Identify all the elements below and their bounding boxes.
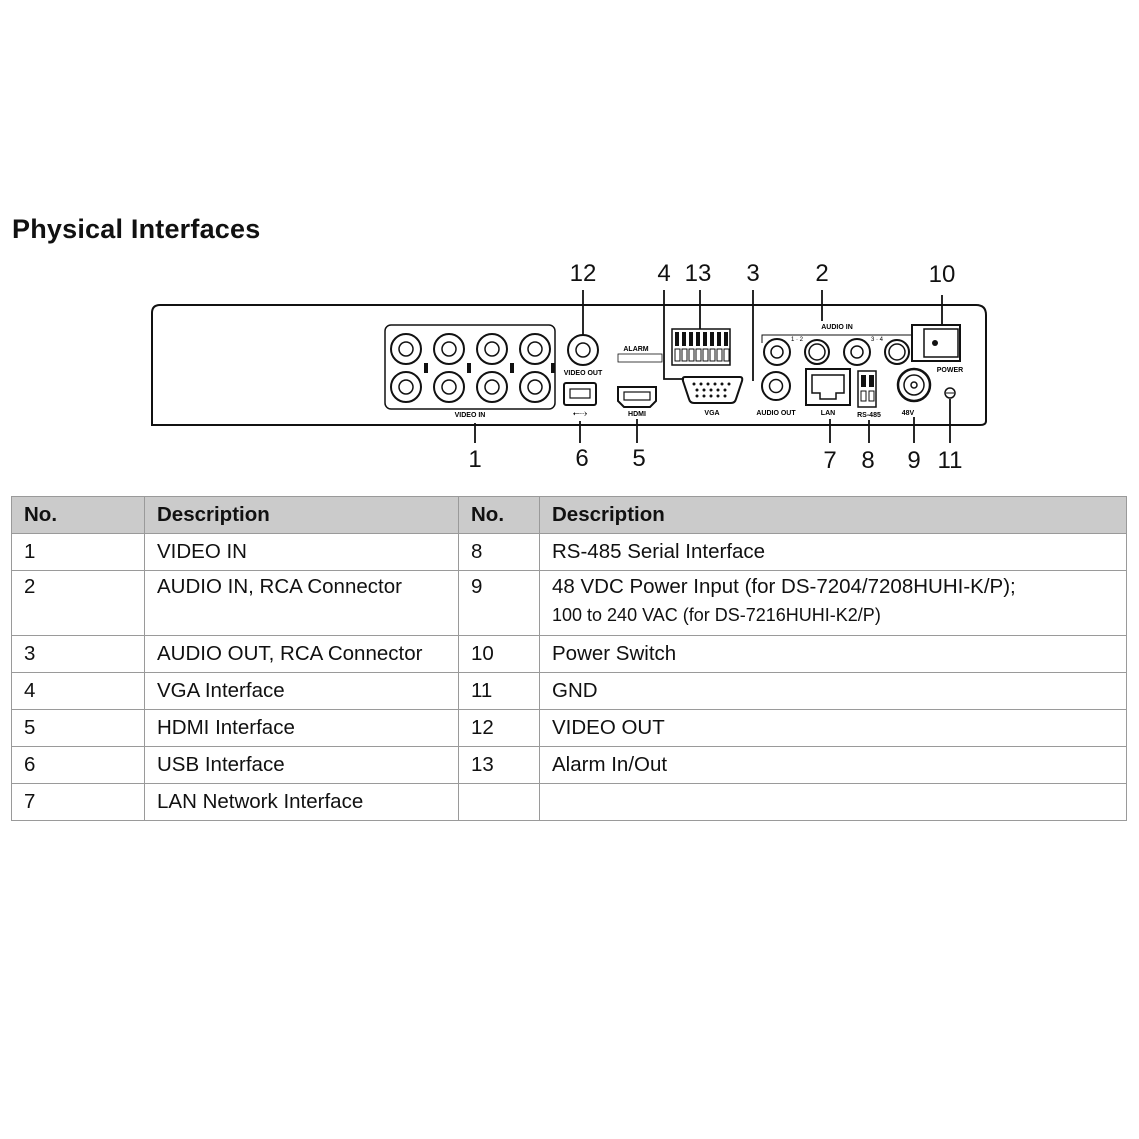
row-number: 8 bbox=[458, 533, 540, 571]
callout-6: 6 bbox=[575, 445, 588, 472]
row-number: 1 bbox=[11, 533, 145, 571]
dc-power-input bbox=[896, 367, 932, 403]
power-label: POWER bbox=[937, 367, 963, 374]
video-in-label: VIDEO IN bbox=[455, 412, 486, 419]
row-description bbox=[539, 783, 1127, 821]
dc-label: 48V bbox=[902, 410, 915, 417]
rs485-terminal: RS-485 bbox=[857, 370, 881, 419]
usb-port: ⭠⇢ bbox=[563, 382, 597, 418]
row-description: VIDEO IN bbox=[144, 533, 459, 571]
row-description: Alarm In/Out bbox=[539, 746, 1127, 784]
alarm-label: ALARM bbox=[623, 346, 648, 353]
leader-lines bbox=[474, 290, 951, 443]
audio-in-label: AUDIO IN bbox=[821, 324, 853, 331]
power-switch: POWER bbox=[911, 324, 963, 374]
row-description-line-1: 48 VDC Power Input (for DS-7204/7208HUHI… bbox=[552, 575, 1016, 598]
callout-13: 13 bbox=[685, 260, 712, 287]
alarm-terminal-block bbox=[671, 328, 731, 366]
table-row: 1 VIDEO IN 8 RS-485 Serial Interface bbox=[11, 533, 1127, 571]
row-number bbox=[458, 783, 540, 821]
row-description: Power Switch bbox=[539, 635, 1127, 673]
callout-8: 8 bbox=[861, 447, 874, 474]
row-number: 13 bbox=[458, 746, 540, 784]
gnd-screw bbox=[944, 387, 956, 399]
row-number: 9 bbox=[458, 570, 540, 636]
row-description: 48 VDC Power Input (for DS-7204/7208HUHI… bbox=[539, 570, 1127, 636]
callout-2: 2 bbox=[815, 260, 828, 287]
video-out-label: VIDEO OUT bbox=[564, 370, 603, 377]
callout-1: 1 bbox=[468, 446, 481, 473]
rear-panel-diagram: VIDEO IN VIDEO OUT ⭠⇢ ALARM HDMI bbox=[151, 260, 987, 474]
row-number: 10 bbox=[458, 635, 540, 673]
interfaces-table: No. Description No. Description 1 VIDEO … bbox=[11, 496, 1127, 821]
header-description: Description bbox=[144, 496, 459, 534]
vga-label: VGA bbox=[704, 410, 719, 417]
callout-3: 3 bbox=[746, 260, 759, 287]
row-description: HDMI Interface bbox=[144, 709, 459, 747]
callout-12: 12 bbox=[570, 260, 597, 287]
row-number: 6 bbox=[11, 746, 145, 784]
rs485-label: RS-485 bbox=[857, 412, 881, 419]
row-number: 5 bbox=[11, 709, 145, 747]
usb-icon: ⭠⇢ bbox=[573, 408, 588, 418]
row-number: 11 bbox=[458, 672, 540, 710]
row-number: 2 bbox=[11, 570, 145, 636]
row-description: AUDIO IN, RCA Connector bbox=[144, 570, 459, 636]
lan-port: LAN bbox=[805, 368, 851, 417]
hdmi-label: HDMI bbox=[628, 411, 646, 418]
row-number: 12 bbox=[458, 709, 540, 747]
row-description: USB Interface bbox=[144, 746, 459, 784]
table-row: 4 VGA Interface 11 GND bbox=[11, 672, 1127, 710]
page-title: Physical Interfaces bbox=[12, 214, 261, 244]
row-description: LAN Network Interface bbox=[144, 783, 459, 821]
table-row: 3 AUDIO OUT, RCA Connector 10 Power Swit… bbox=[11, 635, 1127, 673]
row-number: 7 bbox=[11, 783, 145, 821]
audio-out-connector bbox=[761, 371, 791, 401]
row-number: 3 bbox=[11, 635, 145, 673]
callout-11: 11 bbox=[938, 447, 963, 474]
callout-7: 7 bbox=[823, 447, 836, 474]
video-in-group: VIDEO IN bbox=[384, 324, 556, 419]
audio-out-label: AUDIO OUT bbox=[756, 410, 796, 417]
row-description-line-2: 100 to 240 VAC (for DS-7216HUHI-K2/P) bbox=[552, 605, 881, 625]
audio-in-34-label: 3 · 4 bbox=[871, 337, 884, 343]
table-row: 2 AUDIO IN, RCA Connector 9 48 VDC Power… bbox=[11, 570, 1127, 636]
table-row: 5 HDMI Interface 12 VIDEO OUT bbox=[11, 709, 1127, 747]
table-row: 6 USB Interface 13 Alarm In/Out bbox=[11, 746, 1127, 784]
row-description: RS-485 Serial Interface bbox=[539, 533, 1127, 571]
callout-9: 9 bbox=[907, 447, 920, 474]
row-description: VGA Interface bbox=[144, 672, 459, 710]
lan-label: LAN bbox=[821, 410, 835, 417]
header-description: Description bbox=[539, 496, 1127, 534]
hdmi-port: HDMI bbox=[617, 386, 657, 418]
row-description: AUDIO OUT, RCA Connector bbox=[144, 635, 459, 673]
row-description: VIDEO OUT bbox=[539, 709, 1127, 747]
header-no: No. bbox=[11, 496, 145, 534]
audio-in-12-label: 1 · 2 bbox=[791, 337, 804, 343]
table-row: 7 LAN Network Interface bbox=[11, 783, 1127, 821]
row-description: GND bbox=[539, 672, 1127, 710]
header-no: No. bbox=[458, 496, 540, 534]
table-header-row: No. Description No. Description bbox=[11, 496, 1127, 534]
callout-4: 4 bbox=[657, 260, 670, 287]
callout-10: 10 bbox=[929, 261, 956, 288]
row-number: 4 bbox=[11, 672, 145, 710]
callout-5: 5 bbox=[632, 445, 645, 472]
